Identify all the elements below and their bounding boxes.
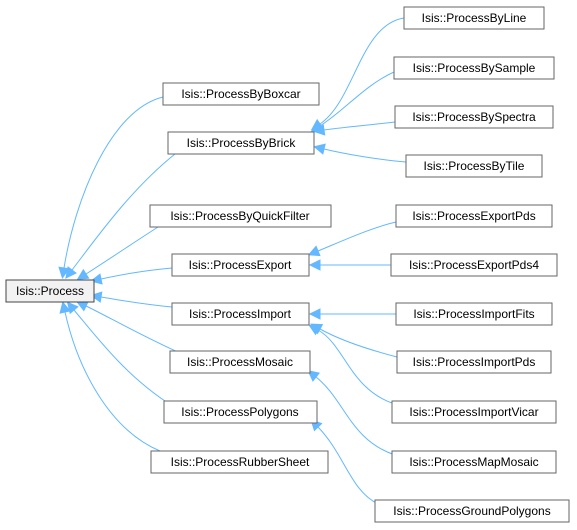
arrowhead-icon	[90, 291, 103, 303]
edge-bytile-to-brick	[313, 143, 407, 163]
node-process-export-label: Isis::ProcessExport	[189, 258, 292, 272]
edge-byspectra-to-brick	[312, 121, 396, 136]
node-process-ground-polygons[interactable]: Isis::ProcessGroundPolygons	[374, 499, 570, 523]
node-process-by-sample-label: Isis::ProcessBySample	[413, 61, 536, 75]
edge-importvicar-to-import	[308, 324, 396, 405]
node-process-import-pds[interactable]: Isis::ProcessImportPds	[396, 350, 552, 374]
node-process-by-brick-label: Isis::ProcessByBrick	[187, 136, 297, 150]
node-process-import-fits[interactable]: Isis::ProcessImportFits	[395, 302, 553, 326]
node-process-by-spectra[interactable]: Isis::ProcessBySpectra	[394, 105, 554, 129]
node-process-by-quick-filter-label: Isis::ProcessByQuickFilter	[170, 209, 309, 223]
edge-line	[319, 17, 405, 125]
edge-brick-to-process	[65, 153, 176, 279]
node-process-export-pds4[interactable]: Isis::ProcessExportPds4	[390, 253, 558, 277]
node-process-mosaic-label: Isis::ProcessMosaic	[187, 355, 293, 369]
node-process-by-line-label: Isis::ProcessByLine	[422, 11, 527, 25]
edge-line	[323, 121, 396, 131]
arrowhead-icon	[308, 324, 322, 336]
node-process-import-vicar[interactable]: Isis::ProcessImportVicar	[391, 400, 557, 424]
edge-line	[64, 311, 161, 452]
edge-line	[317, 426, 379, 505]
edge-mapmosaic-to-mosaic	[307, 370, 396, 456]
arrowhead-icon	[307, 245, 321, 257]
node-process-by-tile[interactable]: Isis::ProcessByTile	[405, 154, 543, 178]
edge-importfits-to-import	[308, 308, 396, 320]
edge-rubbersheet-to-process	[59, 301, 161, 452]
node-process-import-fits-label: Isis::ProcessImportFits	[413, 307, 534, 321]
arrowhead-icon	[65, 266, 77, 279]
node-process-by-brick[interactable]: Isis::ProcessByBrick	[167, 131, 315, 155]
edge-line	[100, 267, 173, 280]
node-process-rubber-sheet[interactable]: Isis::ProcessRubberSheet	[150, 450, 329, 474]
node-process-map-mosaic-label: Isis::ProcessMapMosaic	[409, 455, 538, 469]
node-process-polygons-label: Isis::ProcessPolygons	[181, 405, 298, 419]
edge-line	[317, 329, 396, 405]
edge-line	[319, 328, 398, 358]
edges-layer	[58, 17, 407, 505]
edge-mosaic-to-process	[75, 300, 181, 354]
node-process-rubber-sheet-label: Isis::ProcessRubberSheet	[171, 455, 310, 469]
edge-line	[315, 376, 396, 456]
arrowhead-icon	[75, 300, 89, 312]
node-process-label: Isis::Process	[16, 284, 84, 298]
arrowhead-icon	[307, 370, 321, 382]
arrowhead-icon	[308, 308, 321, 320]
node-process-by-boxcar[interactable]: Isis::ProcessByBoxcar	[162, 82, 320, 106]
node-process[interactable]: Isis::Process	[5, 279, 95, 303]
edge-bysample-to-brick	[310, 71, 395, 132]
node-process-export[interactable]: Isis::ProcessExport	[171, 253, 310, 277]
edge-exportpds4-to-export	[308, 259, 392, 271]
arrowhead-icon	[59, 301, 71, 314]
node-process-by-tile-label: Isis::ProcessByTile	[424, 159, 525, 173]
node-process-import-label: Isis::ProcessImport	[189, 307, 292, 321]
edge-line	[71, 153, 176, 271]
edge-polygons-to-process	[66, 301, 169, 404]
edge-import-to-process	[90, 291, 173, 308]
edge-quickfilter-to-process	[76, 226, 159, 280]
node-process-export-pds4-label: Isis::ProcessExportPds4	[409, 258, 539, 272]
edge-line	[85, 305, 181, 354]
node-process-export-pds[interactable]: Isis::ProcessExportPds	[395, 204, 553, 228]
edge-line	[317, 221, 397, 252]
edge-line	[63, 96, 164, 269]
arrowhead-icon	[58, 266, 70, 279]
edge-line	[85, 226, 159, 275]
edge-line	[323, 148, 407, 163]
node-process-polygons[interactable]: Isis::ProcessPolygons	[163, 400, 318, 424]
arrowhead-icon	[313, 143, 326, 155]
node-process-import[interactable]: Isis::ProcessImport	[171, 302, 310, 326]
edge-line	[73, 309, 169, 404]
node-process-map-mosaic[interactable]: Isis::ProcessMapMosaic	[391, 450, 557, 474]
node-process-by-line[interactable]: Isis::ProcessByLine	[403, 6, 545, 30]
arrowhead-icon	[76, 268, 90, 280]
edge-exportpds-to-export	[307, 221, 397, 257]
edge-boxcar-to-process	[58, 96, 164, 279]
node-process-by-spectra-label: Isis::ProcessBySpectra	[412, 110, 536, 124]
arrowhead-icon	[308, 259, 321, 271]
node-process-import-pds-label: Isis::ProcessImportPds	[413, 355, 536, 369]
node-process-ground-polygons-label: Isis::ProcessGroundPolygons	[393, 504, 550, 518]
node-process-export-pds-label: Isis::ProcessExportPds	[412, 209, 535, 223]
node-process-by-quick-filter[interactable]: Isis::ProcessByQuickFilter	[149, 204, 332, 228]
node-process-import-vicar-label: Isis::ProcessImportVicar	[409, 405, 538, 419]
edge-export-to-process	[90, 267, 173, 285]
edge-line	[100, 296, 173, 308]
edge-importpds-to-import	[310, 323, 398, 358]
arrowhead-icon	[312, 124, 326, 136]
node-process-by-boxcar-label: Isis::ProcessByBoxcar	[181, 87, 300, 101]
node-process-mosaic[interactable]: Isis::ProcessMosaic	[169, 350, 311, 374]
edge-line	[319, 71, 395, 127]
node-process-by-sample[interactable]: Isis::ProcessBySample	[393, 56, 555, 80]
